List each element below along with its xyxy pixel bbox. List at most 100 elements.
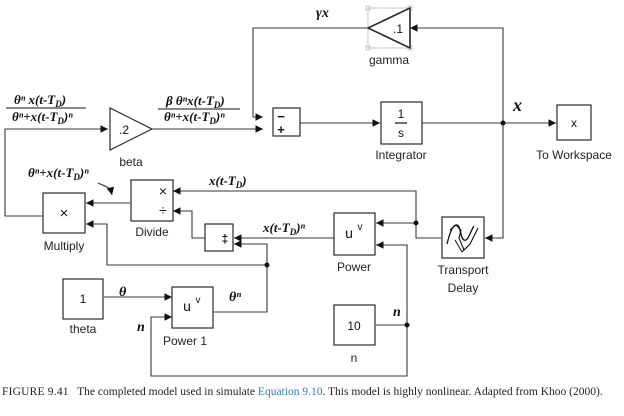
beta-num-text: β θⁿx(t-T	[165, 93, 215, 108]
power-v: v	[358, 222, 363, 233]
power1-label: Power 1	[163, 334, 207, 348]
beta-value: .2	[119, 123, 129, 137]
svg-text:θⁿ+x(t-TD)ⁿ: θⁿ+x(t-TD)ⁿ	[164, 109, 225, 126]
n-label: n	[351, 351, 358, 365]
beta-num-sub: D	[213, 100, 221, 110]
signal-multiply-output-fraction: θⁿ x(t-TD) θⁿ+x(t-TD)ⁿ	[6, 92, 86, 126]
delayed-pow-text: x(t-T	[262, 220, 291, 235]
wire-n-to-power1	[150, 313, 408, 377]
integrator-label: Integrator	[375, 148, 426, 162]
power-block[interactable]: u v Power	[333, 212, 376, 274]
integrator-block[interactable]: 1 s Integrator	[375, 101, 427, 162]
wire-add-to-divide	[173, 207, 205, 239]
caption-text-before: The completed model used in simulate	[77, 386, 258, 398]
to-workspace-label: To Workspace	[536, 148, 612, 162]
signal-x: x	[512, 95, 522, 115]
delayed-end: )	[241, 173, 246, 188]
sum-minus-sign: −	[277, 109, 285, 124]
divide-div-symbol: ÷	[159, 202, 167, 218]
add-symbol: ‡	[222, 232, 229, 246]
delayed-pow-sub: D	[289, 227, 297, 237]
wire-delay-to-divide	[173, 187, 417, 223]
signal-beta-output-fraction: β θⁿx(t-TD) θⁿ+x(t-TD)ⁿ	[158, 93, 240, 126]
divide-block[interactable]: × ÷ Divide	[130, 179, 174, 239]
gamma-label: gamma	[369, 53, 409, 67]
svg-text:θⁿ+x(t-TD)ⁿ: θⁿ+x(t-TD)ⁿ	[12, 109, 73, 126]
wire-n-to-power	[376, 241, 408, 325]
gamma-value: .1	[393, 22, 403, 36]
branch-point-thetan	[264, 262, 270, 268]
mul-den-sub: D	[56, 116, 64, 126]
delayed-pow-end: )ⁿ	[295, 220, 305, 235]
divide-times-symbol: ×	[159, 183, 167, 199]
wire-thetan-to-add	[234, 240, 268, 265]
n-constant-block[interactable]: 10 n	[333, 304, 376, 365]
div-out-text: θⁿ+x(t-T	[28, 165, 74, 180]
beta-den-sub: D	[208, 116, 216, 126]
multiply-symbol: ×	[60, 205, 69, 222]
wire-to-gamma	[410, 24, 504, 123]
transport-delay-icon	[446, 224, 479, 253]
wire-to-delay	[485, 123, 504, 242]
figure-caption: FIGURE 9.41 The completed model used in …	[2, 386, 622, 399]
svg-text:β θⁿx(t-TD): β θⁿx(t-TD)	[165, 93, 225, 110]
beta-num-end: )	[219, 93, 224, 108]
selection-handle	[365, 5, 371, 11]
caption-text-after: . This model is highly nonlinear. Adapte…	[322, 386, 603, 398]
div-out-end: )ⁿ	[79, 165, 89, 180]
wire-thetan-out	[213, 265, 268, 313]
sum-block[interactable]: − +	[272, 107, 301, 137]
theta-constant-block[interactable]: 1 theta	[62, 278, 104, 336]
beta-den-end: )ⁿ	[215, 109, 225, 124]
signal-gamma-x: γx	[316, 6, 329, 21]
transport-delay-block[interactable]: Transport Delay	[438, 216, 490, 295]
wire-multiply-to-beta	[4, 125, 108, 217]
to-workspace-block[interactable]: x To Workspace	[536, 104, 612, 162]
branch-point-delay	[413, 220, 419, 226]
beta-label: beta	[119, 155, 143, 169]
wire-delay-out	[415, 223, 441, 239]
to-workspace-variable: x	[571, 116, 577, 130]
signal-theta-n: θⁿ	[229, 290, 241, 305]
n-value: 10	[347, 319, 361, 333]
annotation-pointer-arrow	[97, 182, 115, 196]
simulink-diagram: .1 gamma .2 beta − + 1 s Integrator x To…	[4, 5, 612, 377]
delayed-text: x(t-T	[208, 173, 237, 188]
gamma-gain-block[interactable]: .1 gamma	[365, 5, 413, 67]
transport-delay-label-line2: Delay	[448, 281, 479, 295]
wire-thetan-to-multiply	[86, 220, 267, 266]
signal-delayed-x: x(t-TD)	[208, 173, 247, 190]
power-u: u	[345, 225, 353, 241]
branch-point-n	[404, 322, 410, 328]
power1-u: u	[183, 298, 191, 314]
svg-text:θⁿ x(t-TD): θⁿ x(t-TD)	[14, 92, 66, 109]
signal-delayed-x-pow-n: x(t-TD)ⁿ	[262, 220, 306, 237]
signal-n-left: n	[137, 320, 145, 335]
figure-number: FIGURE 9.41	[2, 386, 69, 398]
transport-delay-label-line1: Transport	[438, 263, 490, 277]
delayed-sub: D	[235, 180, 243, 190]
power1-v: v	[196, 295, 201, 306]
mul-num-sub: D	[54, 99, 62, 109]
multiply-block[interactable]: × Multiply	[42, 192, 86, 253]
div-out-sub: D	[72, 172, 80, 182]
power-label: Power	[337, 260, 371, 274]
signal-n-right: n	[393, 305, 401, 320]
divide-label: Divide	[135, 225, 169, 239]
theta-label: theta	[70, 322, 97, 336]
mul-den-end: )ⁿ	[63, 109, 73, 124]
signal-theta: θ	[119, 285, 127, 300]
mul-num-end: )	[61, 92, 66, 107]
beta-gain-block[interactable]: .2 beta	[109, 107, 154, 169]
equation-link[interactable]: Equation 9.10	[257, 386, 323, 398]
mul-den-text: θⁿ+x(t-T	[12, 109, 58, 124]
integrator-numerator: 1	[398, 107, 405, 121]
signal-divide-output: θⁿ+x(t-TD)ⁿ	[28, 165, 89, 182]
sum-plus-sign: +	[277, 122, 285, 137]
integrator-denominator: s	[398, 126, 404, 140]
mul-num-text: θⁿ x(t-T	[14, 92, 56, 107]
add-block[interactable]: ‡	[204, 223, 234, 252]
selection-handle	[365, 45, 371, 51]
theta-value: 1	[80, 292, 87, 306]
power1-block[interactable]: u v Power 1	[163, 286, 214, 348]
